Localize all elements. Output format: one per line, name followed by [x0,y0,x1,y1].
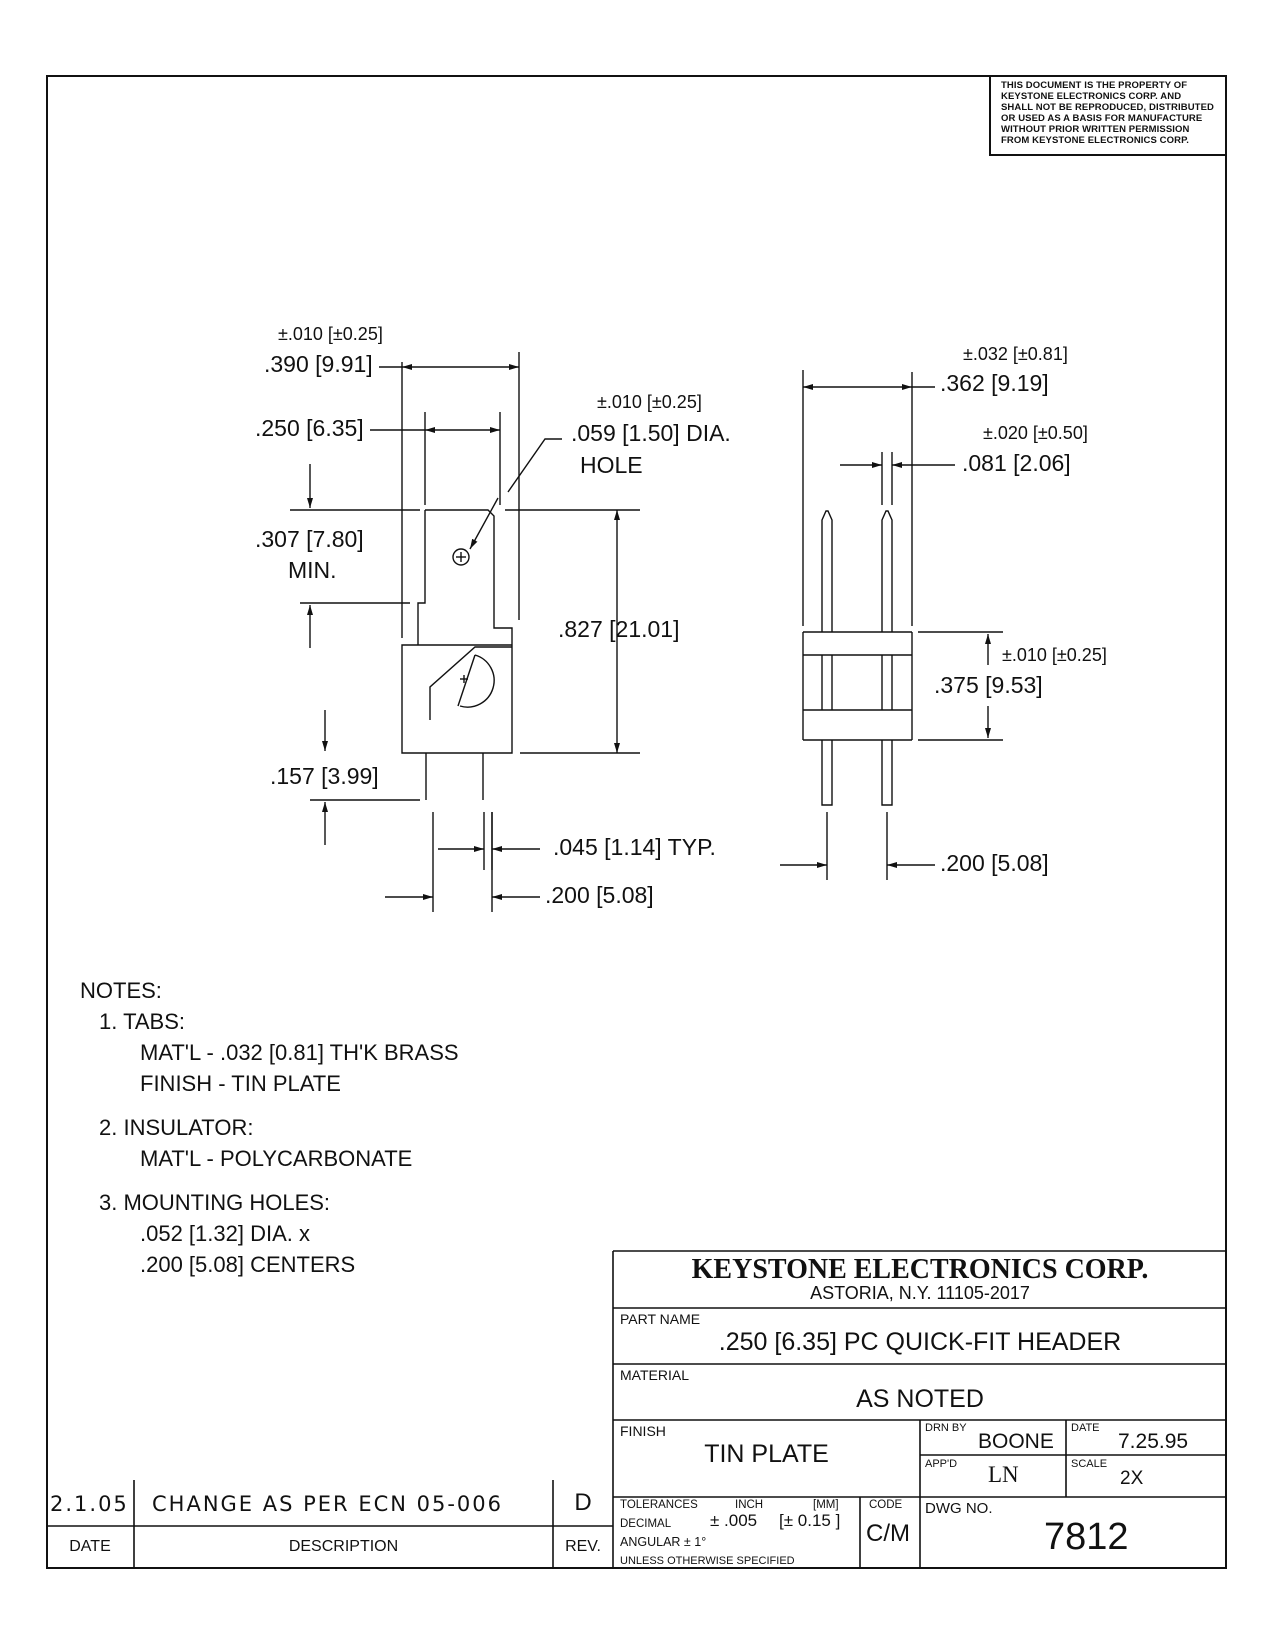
hole-label: HOLE [580,452,643,478]
thickness-tolerance: ±.020 [±0.50] [983,423,1088,443]
side-pin-pitch-dimension: .200 [5.08] [940,850,1049,876]
company-name: KEYSTONE ELECTRONICS CORP. [691,1254,1149,1285]
scale-label: SCALE [1071,1458,1108,1470]
hole-dimension: .059 [1.50] DIA. [571,420,731,446]
decimal-inch-tolerance: ± .005 [710,1511,758,1530]
note-1: 1. TABS: [99,1009,186,1034]
width-tolerance: ±.010 [±0.25] [278,324,383,344]
approved-by: LN [988,1462,1019,1487]
note-1-finish: FINISH - TIN PLATE [140,1071,341,1096]
notes-title: NOTES: [80,978,162,1003]
drawing-number-label: DWG NO. [925,1500,993,1517]
pin-thickness-dimension: .045 [1.14] TYP. [553,834,716,860]
title-block-grid [46,1250,1227,1569]
code-label: CODE [869,1499,903,1511]
decimal-mm-tolerance: [± 0.15 ] [779,1511,841,1530]
note-3-hole: .052 [1.32] DIA. x [140,1221,310,1246]
code-value: C/M [866,1520,910,1547]
company-address: ASTORIA, N.Y. 11105-2017 [810,1283,1030,1303]
revision-date: 2.1.05 [50,1492,129,1516]
notice-line: THIS DOCUMENT IS THE PROPERTY OF [1001,80,1188,91]
notes: NOTES: 1. TABS: MAT'L - .032 [0.81] TH'K… [80,975,459,1280]
revision-date-label: DATE [69,1538,111,1555]
notice-line: OR USED AS A BASIS FOR MANUFACTURE [1001,113,1203,124]
note-1-material: MAT'L - .032 [0.81] TH'K BRASS [140,1040,459,1065]
side-view-outline [802,510,913,806]
approved-label: APP'D [925,1458,958,1470]
pin-length-dimension: .157 [3.99] [270,763,379,789]
finish-value: TIN PLATE [704,1440,829,1468]
notice-line: WITHOUT PRIOR WRITTEN PERMISSION [1001,124,1190,135]
tab-width-dimension: .250 [6.35] [255,415,364,441]
finish-label: FINISH [620,1423,666,1439]
side-width-tolerance: ±.032 [±0.81] [963,344,1068,364]
revision-rev-label: REV. [565,1538,601,1555]
tab-length-dimension: .307 [7.80] [255,526,364,552]
part-name-label: PART NAME [620,1311,701,1327]
notice-line: SHALL NOT BE REPRODUCED, DISTRIBUTED [1001,102,1214,113]
note-3-centers: .200 [5.08] CENTERS [140,1252,356,1277]
thickness-dimension: .081 [2.06] [962,450,1071,476]
drawing-frame [46,75,1227,1569]
mm-label: [MM] [813,1499,839,1511]
material-label: MATERIAL [620,1367,689,1383]
part-name: .250 [6.35] PC QUICK-FIT HEADER [718,1328,1122,1356]
date-label: DATE [1071,1422,1100,1434]
side-width-dimension: .362 [9.19] [940,370,1049,396]
hole-tolerance: ±.010 [±0.25] [597,392,702,412]
notice-line: FROM KEYSTONE ELECTRONICS CORP. [1001,135,1190,146]
note-2-material: MAT'L - POLYCARBONATE [140,1146,413,1171]
drawing-number: 7812 [1044,1516,1129,1558]
front-view-outline [401,509,513,800]
side-view-dimensions [780,370,1003,880]
height-dimension: .827 [21.01] [558,616,680,642]
note-3: 3. MOUNTING HOLES: [99,1190,331,1215]
drawing-date: 7.25.95 [1118,1430,1189,1453]
drawn-by: BOONE [978,1430,1054,1453]
revision-description-label: DESCRIPTION [288,1538,399,1555]
tolerances-label: TOLERANCES [620,1499,698,1511]
width-dimension: .390 [9.91] [264,351,373,377]
base-height-dimension: .375 [9.53] [934,672,1043,698]
decimal-label: DECIMAL [620,1518,672,1530]
revision-description: CHANGE AS PER ECN 05-006 [152,1492,504,1516]
note-2: 2. INSULATOR: [99,1115,254,1140]
drawn-by-label: DRN BY [925,1422,967,1434]
scale-value: 2X [1120,1468,1144,1489]
front-pin-pitch-dimension: .200 [5.08] [545,882,654,908]
inch-label: INCH [735,1499,764,1511]
base-tolerance: ±.010 [±0.25] [1002,645,1107,665]
notice-line: KEYSTONE ELECTRONICS CORP. AND [1001,91,1182,102]
property-notice: THIS DOCUMENT IS THE PROPERTY OF KEYSTON… [989,75,1227,156]
material-value: AS NOTED [856,1385,984,1413]
revision-letter: D [574,1489,592,1516]
front-view-dimensions [290,352,640,912]
angular-tolerance: ANGULAR ± 1° [620,1535,707,1549]
unless-specified: UNLESS OTHERWISE SPECIFIED [620,1555,795,1567]
tab-length-min: MIN. [288,557,337,583]
